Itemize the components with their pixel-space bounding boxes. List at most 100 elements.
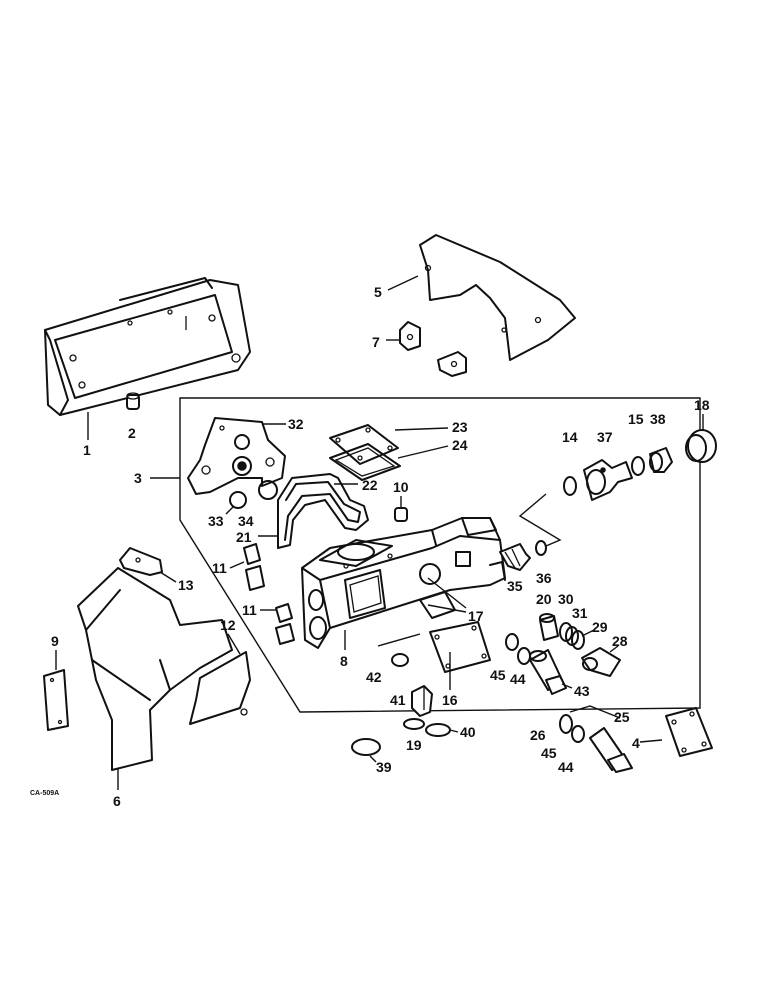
callout-11b: 11: [242, 602, 257, 618]
leader-17a: [427, 577, 467, 609]
part-37-spool: [583, 459, 633, 501]
callout-31: 31: [572, 605, 588, 621]
part-2-bushing: [126, 392, 140, 410]
part-11-plugs: [243, 543, 295, 645]
part-1-housing: [44, 277, 251, 416]
part-43-fitting: [529, 649, 567, 695]
callout-18: 18: [694, 397, 710, 413]
callout-14: 14: [562, 429, 578, 445]
callout-23: 23: [452, 419, 468, 435]
leader-42: [377, 633, 421, 647]
part-7-brackets: [399, 321, 467, 377]
callout-28: 28: [612, 633, 628, 649]
callout-36: 36: [536, 570, 552, 586]
callout-9: 9: [51, 633, 59, 649]
part-40-oring: [425, 723, 451, 737]
callout-34: 34: [238, 513, 254, 529]
part-16-cover-plate: [429, 621, 491, 690]
callout-13: 13: [178, 577, 194, 593]
callout-15: 15: [628, 411, 644, 427]
leader-39: [369, 755, 377, 763]
assembly-bracket-outline: [179, 397, 701, 713]
callout-25: 25: [614, 709, 630, 725]
callout-1: 1: [83, 442, 91, 458]
part-24-gasket: [329, 443, 401, 481]
callout-7: 7: [372, 334, 380, 350]
part-5-shield: [419, 234, 576, 361]
callout-44b: 44: [558, 759, 574, 775]
leader-4: [639, 739, 663, 743]
leader-24: [397, 445, 449, 459]
part-20-plug: [539, 613, 559, 641]
leader-36-14: [518, 493, 562, 547]
part-9-plate: [43, 669, 69, 731]
leader-12: [227, 633, 241, 655]
callout-6: 6: [113, 793, 121, 809]
callout-43: 43: [574, 683, 590, 699]
callout-45b: 45: [541, 745, 557, 761]
part-6-shield: [77, 567, 233, 771]
callout-24: 24: [452, 437, 468, 453]
callout-32: 32: [288, 416, 304, 432]
part-41-bolt: [411, 685, 433, 717]
leader-29: [581, 629, 595, 637]
callout-26: 26: [530, 727, 546, 743]
part-35-spool: [499, 543, 531, 571]
callout-45a: 45: [490, 667, 506, 683]
callout-44a: 44: [510, 671, 526, 687]
callout-39: 39: [376, 759, 392, 775]
part-22-gasket: [277, 473, 369, 549]
part-39-oring: [351, 738, 381, 756]
callout-40: 40: [460, 724, 476, 740]
part-45-seal-a: [505, 633, 519, 651]
callout-19: 19: [406, 737, 422, 753]
callout-16: 16: [442, 692, 458, 708]
callout-33: 33: [208, 513, 224, 529]
callout-17: 17: [468, 608, 484, 624]
callout-4: 4: [632, 735, 640, 751]
callout-10: 10: [393, 479, 409, 495]
callout-labels: 1 2 3 4 5 6 7 8 9 10 11 11 12 13 14 15 1…: [30, 284, 710, 809]
part-4-plate: [665, 707, 713, 757]
callout-21: 21: [236, 529, 252, 545]
part-36-oring: [535, 540, 547, 556]
callout-22: 22: [362, 477, 378, 493]
part-38-cap: [649, 447, 673, 473]
callout-3: 3: [134, 470, 142, 486]
leader-28: [609, 645, 619, 653]
figure-code: CA-509A: [30, 790, 59, 797]
callout-29: 29: [592, 619, 608, 635]
part-28-fitting: [581, 647, 621, 677]
part-44-seal-a: [517, 647, 531, 665]
callout-41: 41: [390, 692, 406, 708]
leader-40: [449, 729, 459, 733]
callout-5: 5: [374, 284, 382, 300]
callout-37: 37: [597, 429, 613, 445]
callout-20: 20: [536, 591, 552, 607]
leader-17b: [427, 604, 467, 613]
part-25-fitting-group: [559, 705, 633, 773]
leader-13: [159, 571, 177, 583]
part-12-bracket: [189, 651, 251, 725]
part-19-oring: [403, 718, 425, 730]
part-34-oring: [258, 480, 278, 500]
callout-11a: 11: [212, 560, 227, 576]
callout-35: 35: [507, 578, 523, 594]
part-8-valve-body: [301, 517, 506, 649]
part-33-oring: [229, 491, 247, 509]
part-13-clip: [119, 547, 163, 576]
part-15-ring: [631, 456, 645, 476]
callout-42: 42: [366, 669, 382, 685]
callout-8: 8: [340, 653, 348, 669]
part-14-ring: [563, 476, 577, 496]
callout-12: 12: [220, 617, 236, 633]
part-10-plug: [394, 496, 408, 522]
part-18-cap: [685, 414, 717, 463]
leader-5: [387, 275, 419, 291]
callout-2: 2: [128, 425, 136, 441]
leader-33: [225, 505, 235, 515]
leader-43: [561, 683, 573, 689]
part-42-seal: [391, 653, 409, 667]
leader-11a: [229, 561, 245, 569]
